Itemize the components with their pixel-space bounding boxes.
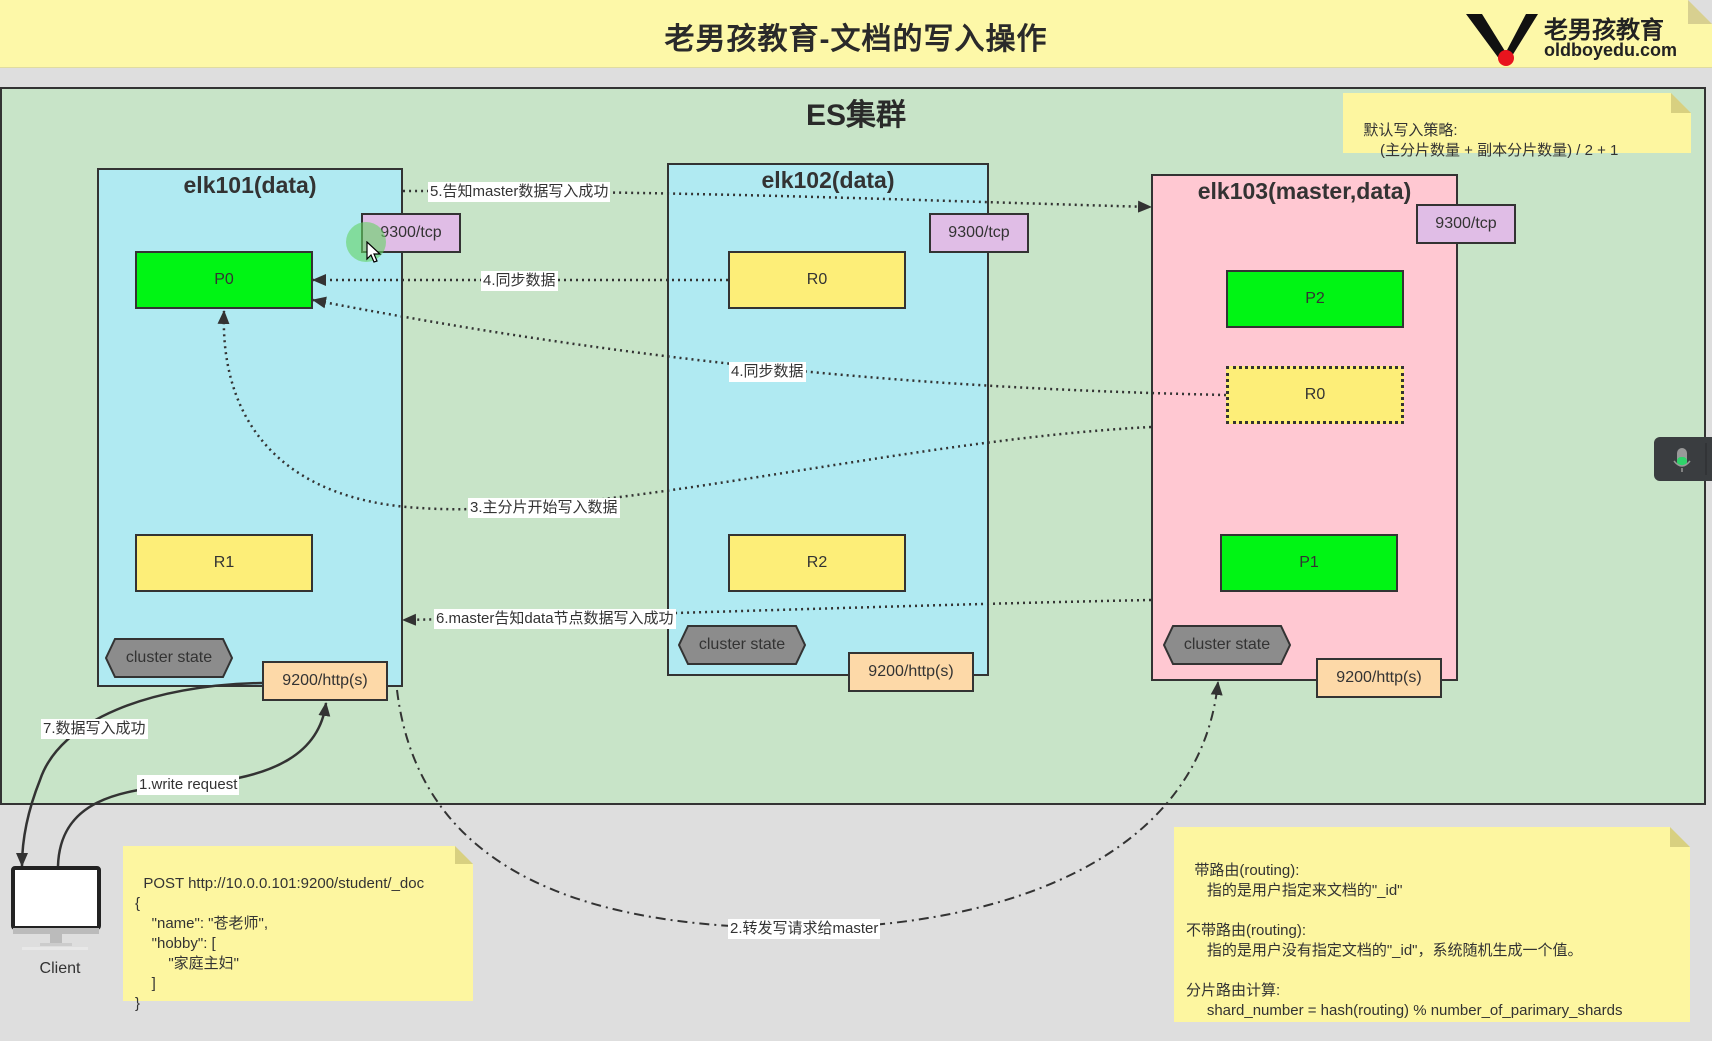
label-step3: 3.主分片开始写入数据 <box>468 498 620 518</box>
shard-p2: P2 <box>1226 270 1404 328</box>
cluster-state-label: cluster state <box>698 636 786 653</box>
client-computer-icon <box>10 866 102 952</box>
tcp-port-elk102: 9300/tcp <box>929 213 1029 253</box>
label-step2: 2.转发写请求给master <box>728 919 881 939</box>
cluster-state-elk102: cluster state <box>678 625 806 665</box>
label-step7: 7.数据写入成功 <box>41 719 148 739</box>
logo-text-cn: 老男孩教育 <box>1544 17 1664 44</box>
http-port-elk103: 9200/http(s) <box>1316 658 1442 698</box>
http-port-elk102: 9200/http(s) <box>848 652 974 692</box>
label-step6: 6.master告知data节点数据写入成功 <box>434 609 676 629</box>
shard-r2: R2 <box>728 534 906 592</box>
request-body-note: POST http://10.0.0.101:9200/student/_doc… <box>123 846 473 1012</box>
client-label: Client <box>39 960 81 977</box>
cluster-state-elk103: cluster state <box>1163 625 1291 665</box>
shard-p0: P0 <box>135 251 313 309</box>
shard-r0-elk103: R0 <box>1226 366 1404 424</box>
page-title: 老男孩教育-文档的写入操作 <box>664 23 1048 56</box>
cluster-state-label: cluster state <box>125 649 213 666</box>
hexagon-shape <box>1163 625 1291 665</box>
label-step4a: 4.同步数据 <box>481 271 558 291</box>
node-title: elk103(master,data) <box>1197 178 1412 204</box>
node-elk103: elk103(master,data) <box>1151 174 1458 681</box>
shard-r0-elk102: R0 <box>728 251 906 309</box>
label-step1: 1.write request <box>137 775 240 795</box>
hexagon-shape <box>678 625 806 665</box>
header-banner <box>0 0 1712 68</box>
label-step5: 5.告知master数据写入成功 <box>428 182 611 202</box>
node-title: elk101(data) <box>183 172 317 198</box>
write-policy-note: 默认写入策略: (主分片数量 + 副本分片数量) / 2 + 1 <box>1343 93 1691 159</box>
monitor-icon <box>11 866 101 950</box>
microphone-icon <box>1673 443 1707 475</box>
cluster-state-elk101: cluster state <box>105 638 233 678</box>
mic-widget[interactable] <box>1654 437 1712 481</box>
hexagon-shape <box>105 638 233 678</box>
oldboy-logo <box>1464 8 1684 68</box>
mouse-cursor-icon <box>366 241 382 263</box>
tcp-port-elk103: 9300/tcp <box>1416 204 1516 244</box>
request-body-text: POST http://10.0.0.101:9200/student/_doc… <box>135 875 425 1012</box>
routing-note-text: 带路由(routing): 指的是用户指定来文档的"_id" 不带路由(rout… <box>1186 862 1623 1019</box>
header-fold-corner <box>1688 0 1712 24</box>
http-port-elk101: 9200/http(s) <box>262 661 388 701</box>
logo-text-en: oldboyedu.com <box>1544 40 1678 60</box>
cursor-highlight <box>346 222 386 262</box>
write-policy-text: 默认写入策略: (主分片数量 + 副本分片数量) / 2 + 1 <box>1363 122 1619 159</box>
routing-note: 带路由(routing): 指的是用户指定来文档的"_id" 不带路由(rout… <box>1174 827 1690 1022</box>
logo-v-icon <box>1466 14 1538 66</box>
shard-r1: R1 <box>135 534 313 592</box>
node-title: elk102(data) <box>761 167 895 193</box>
shard-p1: P1 <box>1220 534 1398 592</box>
label-step4b: 4.同步数据 <box>729 362 806 382</box>
cluster-state-label: cluster state <box>1183 636 1271 653</box>
cluster-title: ES集群 <box>805 99 907 132</box>
